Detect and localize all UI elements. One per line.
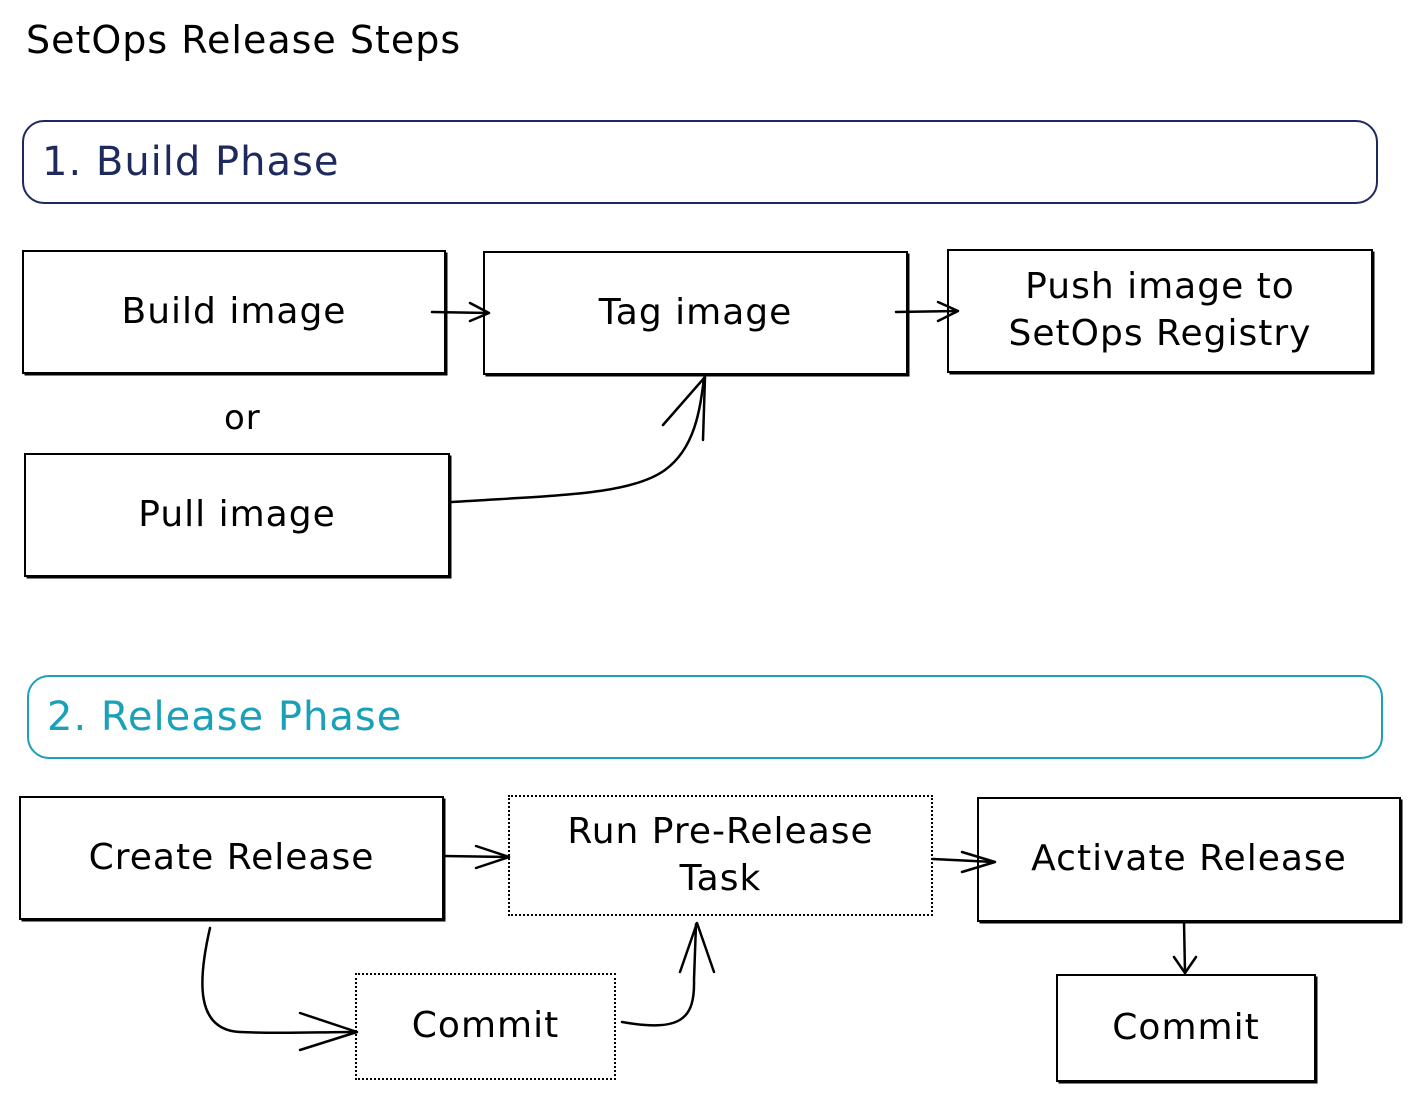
build-phase-banner: 1. Build Phase — [22, 120, 1378, 204]
build-image-label: Build image — [121, 290, 347, 332]
pre-release-task-label: Run Pre-Release Task — [567, 810, 874, 899]
build-phase-label: 1. Build Phase — [42, 139, 340, 185]
arrow-pull-to-tag — [450, 375, 707, 504]
activate-release-label: Activate Release — [1031, 838, 1347, 880]
commit-optional-label: Commit — [411, 1005, 560, 1047]
release-phase-banner: 2. Release Phase — [27, 675, 1383, 759]
pre-release-task-step[interactable]: Run Pre-Release Task — [508, 795, 933, 916]
or-label: or — [224, 398, 261, 438]
arrow-commit-to-pre-release — [620, 921, 716, 1027]
tag-image-step[interactable]: Tag image — [483, 251, 908, 375]
pull-image-step[interactable]: Pull image — [24, 453, 450, 577]
commit-optional-step[interactable]: Commit — [355, 973, 616, 1080]
commit-label: Commit — [1112, 1006, 1260, 1048]
push-image-step[interactable]: Push image to SetOps Registry — [947, 249, 1373, 373]
activate-release-step[interactable]: Activate Release — [977, 797, 1401, 922]
build-image-step[interactable]: Build image — [22, 250, 446, 374]
push-image-label: Push image to SetOps Registry — [1008, 266, 1312, 354]
arrow-activate-to-commit — [1172, 920, 1198, 975]
tag-image-label: Tag image — [598, 291, 793, 333]
arrow-create-to-commit — [201, 926, 359, 1052]
create-release-label: Create Release — [88, 836, 375, 878]
create-release-step[interactable]: Create Release — [19, 796, 444, 920]
arrow-create-to-pre-release — [442, 844, 511, 870]
commit-step[interactable]: Commit — [1056, 974, 1316, 1082]
pull-image-label: Pull image — [138, 493, 336, 535]
release-phase-label: 2. Release Phase — [47, 694, 403, 740]
diagram-title: SetOps Release Steps — [26, 18, 462, 62]
